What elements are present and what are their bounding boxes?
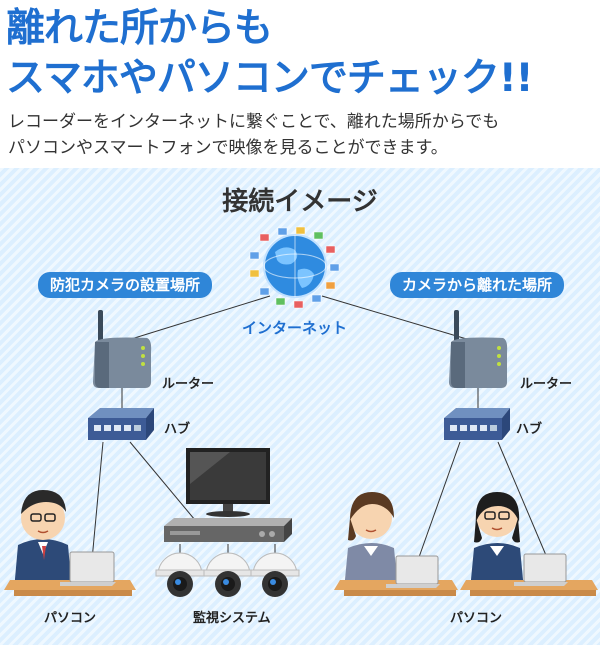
laptop-right-2-icon <box>514 553 568 586</box>
line-hub-pc-left <box>91 441 104 561</box>
hub-left-icon <box>88 408 154 440</box>
description-line-1: レコーダーをインターネットに繋ぐことで、離れた場所からでも <box>8 112 500 132</box>
dome-camera-icon-3 <box>250 552 300 597</box>
pc-left-label: パソコン <box>44 611 97 626</box>
diagram-title: 接続イメージ <box>222 187 378 217</box>
left-site-label: 防犯カメラの設置場所 <box>38 272 213 298</box>
laptop-right-1-icon <box>386 555 440 588</box>
line-hub-pc-right-2 <box>497 441 549 561</box>
headline-line-1: 離れた所からも <box>6 6 273 51</box>
system-label: 監視システム <box>193 611 271 626</box>
connection-lines <box>91 295 549 561</box>
person-right-1-icon <box>344 492 398 590</box>
dome-camera-icon-2 <box>203 552 253 597</box>
router-right-label: ルーター <box>520 377 573 392</box>
monitor-icon <box>186 448 270 517</box>
person-right-2-icon <box>470 492 524 590</box>
hub-left-label: ハブ <box>164 422 191 437</box>
right-site-label: カメラから離れた場所 <box>390 272 565 298</box>
hub-right-label: ハブ <box>516 422 543 437</box>
line-hub-pc-right-1 <box>417 441 461 561</box>
router-left-label: ルーター <box>162 377 215 392</box>
line-router-left-internet <box>127 295 271 341</box>
dome-camera-icon-1 <box>155 552 205 597</box>
internet-globe-icon <box>249 226 340 309</box>
headline-line-2: スマホやパソコンでチェック!! <box>6 56 533 101</box>
line-hub-system <box>129 441 196 521</box>
hub-right-icon <box>444 408 510 440</box>
router-right-icon <box>449 310 508 388</box>
description-line-2: パソコンやスマートフォンで映像を見ることができます。 <box>8 138 448 158</box>
router-left-icon <box>93 310 152 388</box>
person-left-icon <box>14 490 72 590</box>
internet-label: インターネット <box>242 319 348 337</box>
line-router-right-internet <box>321 295 471 341</box>
pc-right-label: パソコン <box>450 611 503 626</box>
laptop-left-icon <box>60 551 116 586</box>
recorder-icon <box>164 518 292 542</box>
